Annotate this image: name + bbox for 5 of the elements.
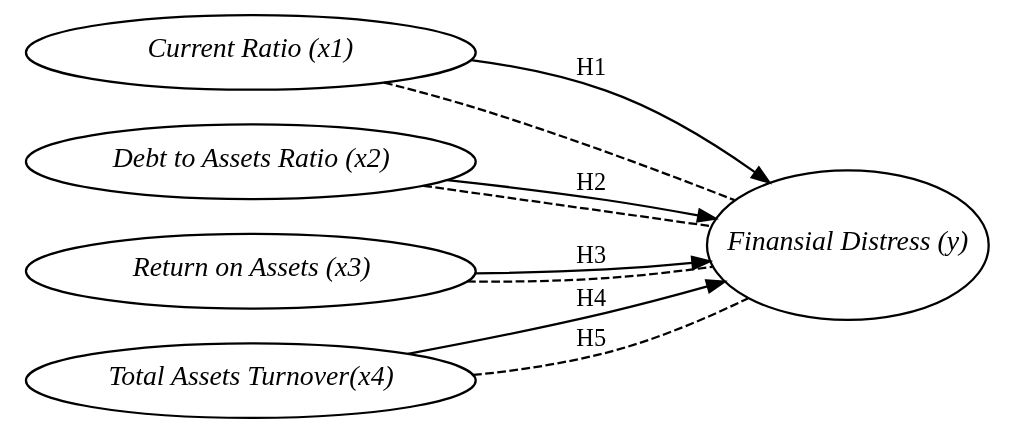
edge-label: H5	[575, 324, 606, 352]
edge-label: H1	[575, 53, 606, 81]
edge-label: H2	[575, 167, 606, 195]
edge-label: H3	[575, 240, 606, 268]
edge-label: H4	[575, 284, 606, 312]
